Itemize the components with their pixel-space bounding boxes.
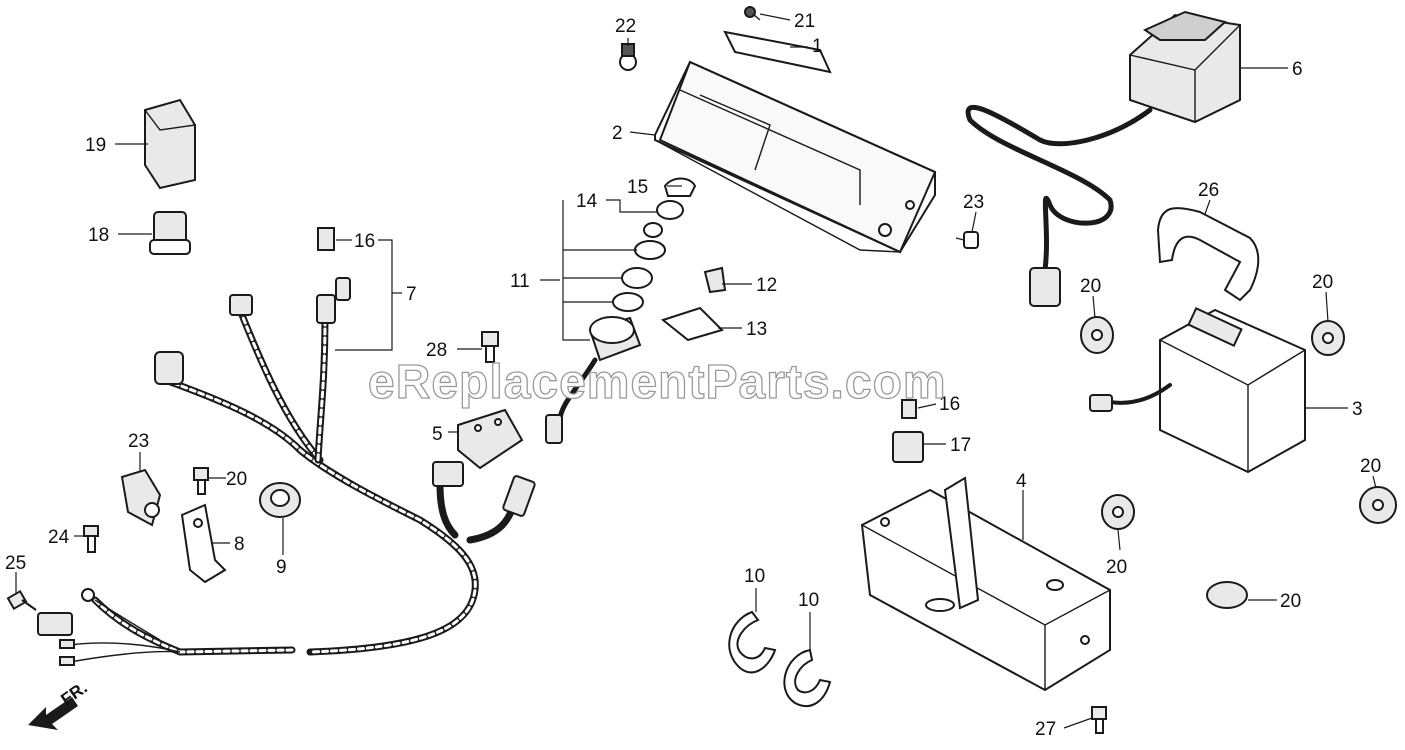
callout-2: 2	[612, 123, 623, 144]
fuse-box-17[interactable]	[892, 431, 924, 463]
callout-9: 9	[276, 557, 287, 578]
callout-21: 20	[226, 469, 247, 490]
screw-23-top[interactable]	[619, 43, 637, 71]
key-collar	[656, 200, 684, 220]
meter-panel[interactable]	[654, 60, 937, 254]
cable-clip-10-left[interactable]	[728, 610, 777, 674]
regulator-5[interactable]	[457, 408, 524, 470]
cable-clip-10-right[interactable]	[783, 648, 832, 708]
ignition-switch-assembly[interactable]	[545, 177, 697, 444]
bolt-28[interactable]	[1091, 706, 1107, 734]
grommet-20-d[interactable]	[1101, 494, 1135, 530]
callout-5: 5	[432, 424, 443, 445]
battery-strap-27[interactable]	[1156, 207, 1260, 302]
callout-20-d: 20	[1106, 557, 1127, 578]
callout-8: 8	[234, 534, 245, 555]
bolt-21[interactable]	[193, 467, 209, 495]
wire-terminal	[59, 656, 75, 666]
bolt-26[interactable]	[6, 589, 37, 611]
battery-3[interactable]	[1089, 306, 1306, 474]
ignition-key-15	[663, 177, 697, 197]
grommet-20-e[interactable]	[1206, 581, 1248, 609]
callout-12: 12	[756, 275, 777, 296]
clamp-9[interactable]	[259, 482, 301, 518]
callout-16-left: 16	[354, 231, 375, 252]
screw-23-right[interactable]	[955, 231, 979, 249]
bolt-25[interactable]	[83, 525, 99, 553]
callout-10-left: 10	[744, 566, 765, 587]
harness-connector	[432, 461, 464, 487]
actuator-connector	[1029, 267, 1061, 307]
actuator-6[interactable]	[965, 10, 1241, 307]
callout-20-b: 20	[1312, 272, 1333, 293]
harness-connector	[229, 294, 253, 316]
grommet-20-c[interactable]	[1359, 486, 1397, 524]
relay-18[interactable]	[149, 211, 191, 255]
callout-10-right: 10	[798, 590, 819, 611]
callout-6: 6	[1292, 59, 1303, 80]
grommet-20-b[interactable]	[1311, 320, 1345, 356]
callout-20-e: 20	[1280, 591, 1301, 612]
watermark: eReplacementParts.com	[368, 356, 947, 409]
callout-11: 11	[510, 271, 530, 292]
callout-27: 26	[1198, 180, 1219, 201]
callout-14: 14	[576, 191, 598, 212]
callout-25: 24	[48, 527, 70, 548]
switch-connector	[545, 414, 563, 444]
switch-nut	[634, 240, 666, 260]
harness-connector	[502, 475, 536, 517]
harness-connector	[154, 351, 184, 385]
callout-1: 1	[812, 36, 823, 57]
callout-18: 18	[88, 225, 109, 246]
callout-29: 28	[426, 340, 447, 361]
switch-washer	[612, 292, 644, 312]
harness-connector	[335, 277, 351, 301]
callout-24: 23	[128, 431, 149, 452]
bracket-8[interactable]	[180, 503, 227, 584]
callout-15: 15	[627, 177, 648, 198]
switch-washer	[621, 267, 653, 289]
callout-26: 25	[5, 553, 26, 574]
grommet-12[interactable]	[703, 266, 727, 294]
mount-plate-13[interactable]	[660, 306, 724, 342]
battery-tray-4[interactable]	[860, 476, 1111, 692]
callout-16-right: 16	[939, 394, 960, 415]
callout-22: 21	[794, 11, 815, 32]
screw-22[interactable]	[744, 6, 761, 21]
callout-13: 13	[746, 319, 767, 340]
ring-terminal	[81, 588, 95, 602]
leader-lines	[15, 13, 1377, 729]
harness-connector	[316, 294, 336, 324]
callout-23-top: 22	[615, 16, 636, 37]
callout-23-right: 23	[963, 192, 984, 213]
callout-20-c: 20	[1360, 456, 1381, 477]
callout-20-a: 20	[1080, 276, 1101, 297]
harness-connector	[37, 612, 73, 636]
decal-plate[interactable]	[723, 30, 832, 74]
bolt-29[interactable]	[481, 331, 499, 363]
switch-24[interactable]	[120, 468, 162, 527]
wire-harness[interactable]	[37, 277, 536, 666]
callout-28: 27	[1035, 719, 1056, 740]
front-direction-arrow-icon: FR.	[28, 678, 91, 730]
relay-19[interactable]	[144, 98, 196, 190]
fuse-16-left[interactable]	[317, 227, 335, 251]
callout-labels: 1 2 3 4 5 6 7 8 9 10 10 11 12 13 14 15 1…	[5, 11, 1381, 740]
fuse-16-right[interactable]	[901, 399, 917, 419]
grommet-20-a[interactable]	[1080, 316, 1114, 354]
callout-19: 19	[85, 135, 106, 156]
callout-17: 17	[950, 435, 971, 456]
callout-4: 4	[1016, 471, 1027, 492]
callout-7: 7	[406, 284, 417, 305]
wire-terminal	[59, 639, 75, 649]
callout-3: 3	[1352, 399, 1363, 420]
